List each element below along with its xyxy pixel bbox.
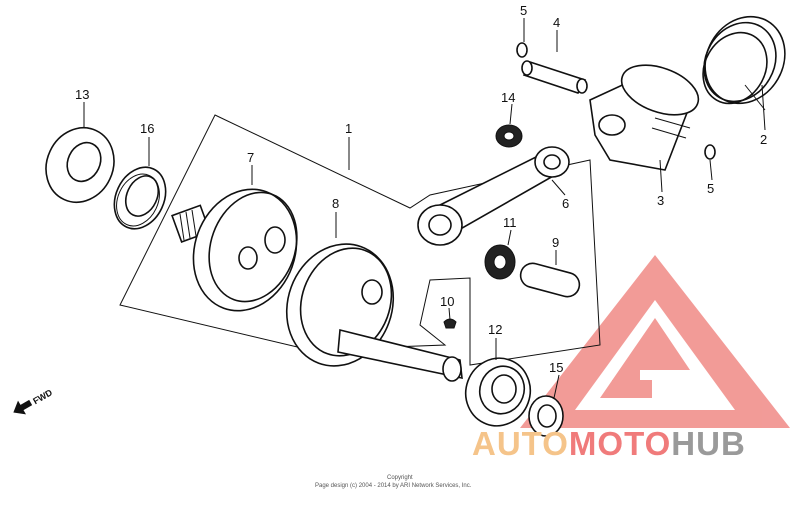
callout-3: 3 [657,193,664,208]
watermark-text: AUTOMOTOHUB [472,425,746,462]
part-7-crank-half [171,188,298,312]
copyright-line-1: Copyright [387,475,413,481]
part-12-bearing [464,357,532,427]
part-11-needle-bearing [484,244,516,280]
callout-13: 13 [75,87,89,102]
callout-2: 2 [760,132,767,147]
part-5-clip-lower [704,144,716,160]
part-8-crank-half [285,243,463,382]
watermark-part-3: HUB [671,425,746,462]
callout-12: 12 [488,322,502,337]
callout-11: 11 [503,215,517,230]
part-3-piston [589,64,700,171]
watermark-part-2: MOTO [569,425,671,462]
part-9-crank-pin [519,262,581,298]
fwd-label: FWD [31,387,54,406]
callout-7: 7 [247,150,254,165]
callout-6: 6 [562,196,569,211]
watermark-logo [520,255,790,428]
callout-14: 14 [501,90,515,105]
part-15-washer [528,395,564,437]
part-6-connecting-rod [417,146,570,246]
part-16-oil-seal [113,166,167,230]
callout-5b: 5 [707,181,714,196]
fwd-arrow: FWD [13,387,54,415]
callout-15: 15 [549,360,563,375]
part-13-seal [45,127,115,203]
part-10-key [443,318,457,329]
callout-1: 1 [345,121,352,136]
callout-10: 10 [440,294,454,309]
callout-5a: 5 [520,3,527,18]
part-14-needle-bearing [495,124,523,148]
callout-16: 16 [140,121,154,136]
callout-9: 9 [552,235,559,250]
part-5-clip-upper [516,42,528,58]
callout-4: 4 [553,15,560,30]
callout-8: 8 [332,196,339,211]
part-4-piston-pin [521,60,588,94]
copyright-line-2: Page design (c) 2004 - 2014 by ARI Netwo… [315,483,472,489]
part-2-piston-rings [702,15,786,105]
watermark-part-1: AUTO [472,425,569,462]
leader-lines [83,18,766,399]
